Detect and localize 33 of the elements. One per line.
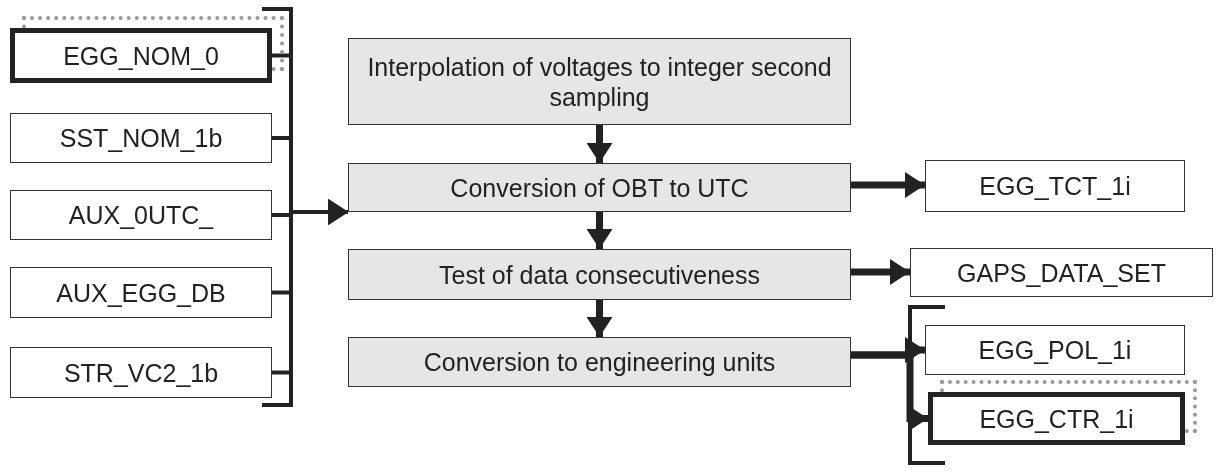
box-label: EGG_NOM_0 xyxy=(62,40,220,71)
box-label: Interpolation of voltages to integer second sampling xyxy=(366,51,833,112)
data-box xyxy=(10,190,272,240)
box-label: Test of data consecutiveness xyxy=(438,259,761,290)
data-box xyxy=(10,267,272,318)
arrow xyxy=(851,259,910,285)
arrow xyxy=(272,199,348,375)
arrow xyxy=(586,212,613,249)
data-box xyxy=(928,392,1185,445)
box-label: Conversion to engineering units xyxy=(422,347,777,377)
data-box xyxy=(925,325,1185,375)
box-label: EGG_CTR_1i xyxy=(978,403,1135,434)
data-box xyxy=(10,113,272,163)
arrow xyxy=(586,300,613,337)
process-box xyxy=(348,249,851,300)
arrow xyxy=(586,125,613,163)
arrow xyxy=(851,172,925,198)
data-box xyxy=(910,248,1213,297)
box-label: EGG_POL_1i xyxy=(977,335,1133,365)
box-label: SST_NOM_1b xyxy=(58,123,224,153)
box-label: STR_VC2_1b xyxy=(62,357,220,388)
process-box xyxy=(348,163,851,212)
data-box xyxy=(925,160,1185,212)
box-label: AUX_EGG_DB xyxy=(55,277,227,308)
box-label: GAPS_DATA_SET xyxy=(956,257,1167,288)
process-box xyxy=(348,38,851,125)
box-label: Conversion of OBT to UTC xyxy=(449,172,750,203)
data-box xyxy=(10,347,272,398)
arrow xyxy=(851,351,928,432)
box-label: EGG_TCT_1i xyxy=(978,171,1132,201)
process-box xyxy=(348,337,851,387)
data-box xyxy=(10,28,272,83)
box-label: AUX_0UTC_ xyxy=(67,200,215,230)
